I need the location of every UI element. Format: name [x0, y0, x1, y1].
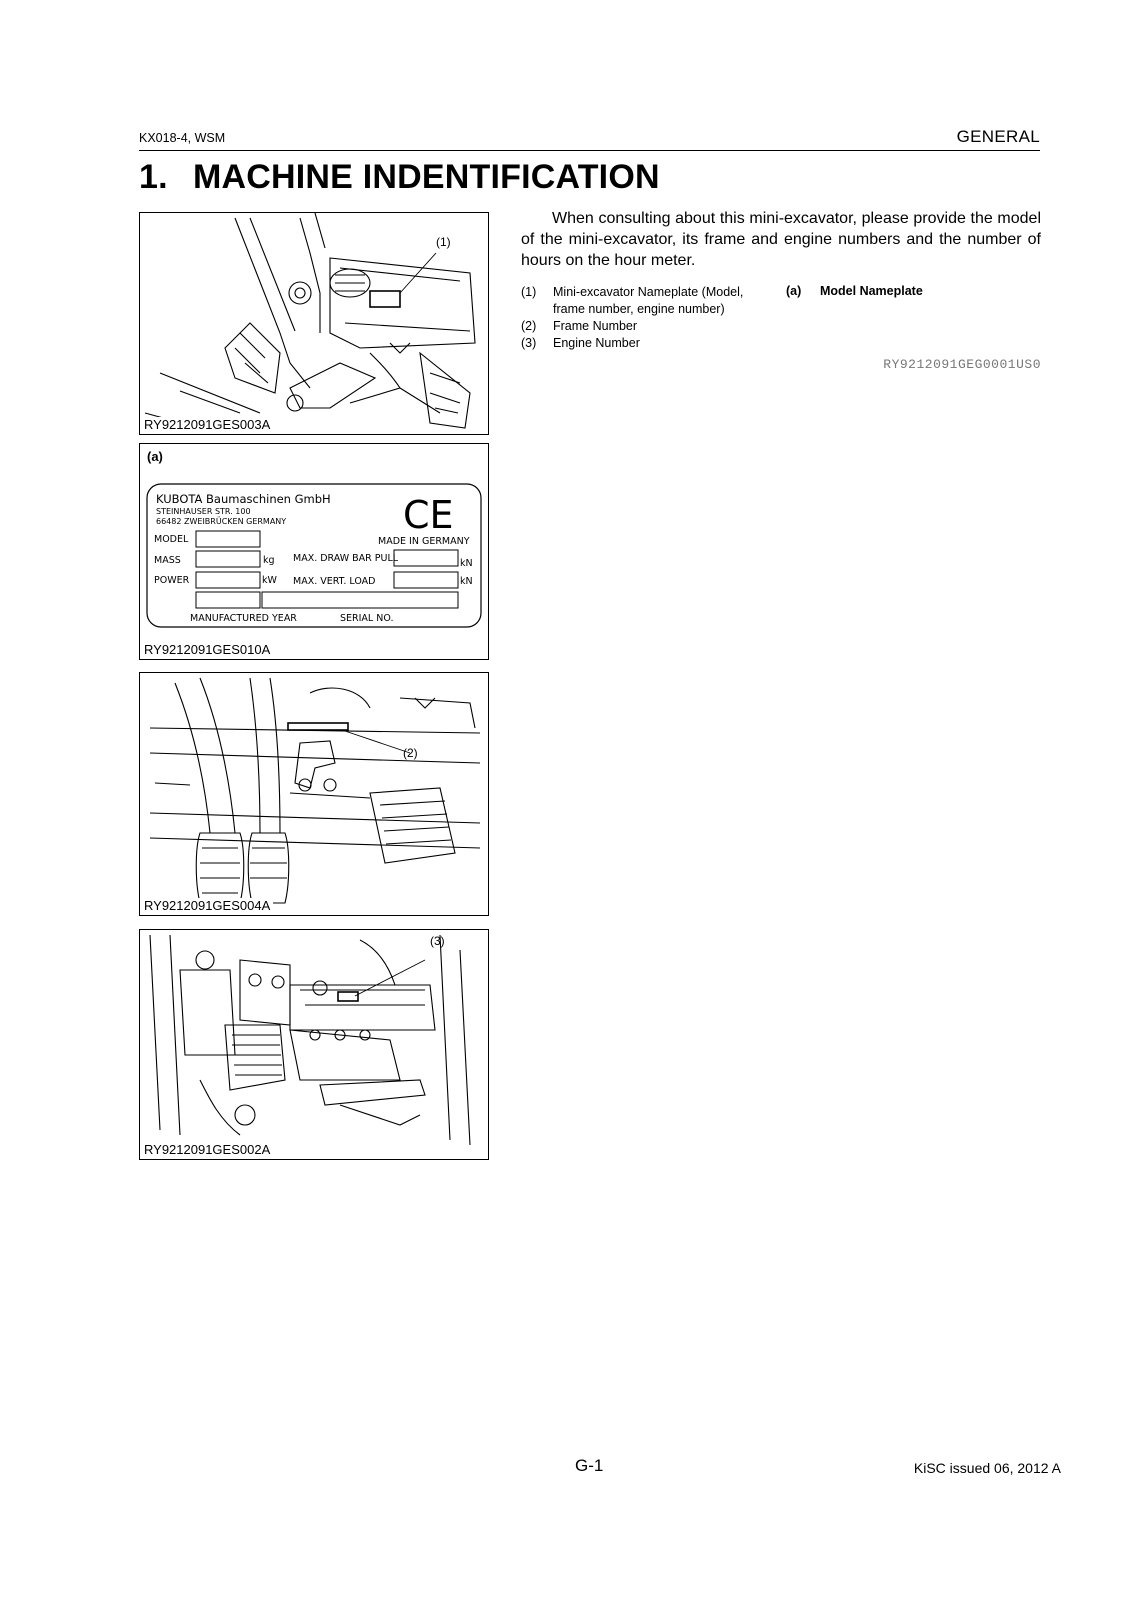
legend-number: (a): [786, 284, 802, 298]
nameplate-drawing: KUBOTA Baumaschinen GmbH STEINHAUSER STR…: [146, 483, 482, 628]
header-model: KX018-4, WSM: [139, 131, 226, 145]
figure-label-a: (a): [147, 449, 163, 464]
legend-item: (1) Mini-excavator Nameplate (Model,: [521, 284, 743, 301]
legend-item: (2) Frame Number: [521, 318, 743, 335]
header-section: GENERAL: [956, 127, 1040, 146]
legend-number: (3): [521, 336, 537, 350]
plate-serial-label: SERIAL NO.: [340, 613, 393, 624]
header-divider: [139, 150, 1040, 151]
plate-draw-bar-unit: kN: [460, 558, 473, 569]
ce-mark: CE: [403, 493, 454, 537]
frame-illustration: [149, 677, 481, 904]
legend-item-a: (a) Model Nameplate: [786, 284, 923, 298]
callout-1: (1): [436, 235, 451, 249]
callout-2: (2): [403, 746, 418, 760]
figure-caption: RY9212091GES003A: [144, 417, 274, 432]
legend-text: Engine Number: [553, 336, 640, 350]
figure-nameplate-location: (1) RY9212091GES003A: [139, 212, 489, 435]
plate-street: STEINHAUSER STR. 100: [156, 507, 251, 516]
legend-number: (1): [521, 285, 537, 299]
figure-frame-number: (2) RY9212091GES004A: [139, 672, 489, 916]
legend-list: (1) Mini-excavator Nameplate (Model, fram…: [521, 284, 743, 352]
legend-text: Frame Number: [553, 319, 638, 333]
page-number: G-1: [575, 1456, 604, 1475]
legend-item-continuation: frame number, engine number): [553, 302, 725, 316]
plate-power-unit: kW: [262, 575, 278, 586]
title-text: MACHINE INDENTIFICATION: [193, 158, 660, 196]
legend-item: (3) Engine Number: [521, 335, 743, 352]
legend-text: Mini-excavator Nameplate (Model,: [553, 285, 744, 299]
figure-engine-number: (3) RY9212091GES002A: [139, 929, 489, 1160]
plate-year-label: MANUFACTURED YEAR: [190, 613, 297, 624]
issue-note: KiSC issued 06, 2012 A: [913, 1460, 1061, 1476]
figure-model-nameplate: (a) KUBOTA Baumaschinen GmbH STEINHAUSER…: [139, 443, 489, 660]
intro-paragraph: When consulting about this mini-excavato…: [521, 210, 1041, 269]
legend-number: (2): [521, 319, 537, 333]
plate-mass-unit: kg: [263, 555, 275, 566]
figure-caption: RY9212091GES002A: [144, 1142, 274, 1157]
title-number: 1.: [139, 158, 168, 196]
plate-model-label: MODEL: [154, 534, 189, 545]
plate-power-label: POWER: [154, 575, 190, 586]
reference-code: RY9212091GEG0001US0: [883, 357, 1041, 372]
plate-mass-label: MASS: [154, 555, 181, 566]
callout-3: (3): [430, 934, 445, 948]
page-title: 1. MACHINE INDENTIFICATION: [139, 158, 660, 197]
plate-vert-load-label: MAX. VERT. LOAD: [293, 576, 375, 587]
figure-caption: RY9212091GES004A: [144, 898, 274, 913]
plate-company: KUBOTA Baumaschinen GmbH: [156, 492, 331, 506]
figure-caption: RY9212091GES010A: [144, 642, 274, 657]
excavator-front-illustration: [144, 213, 476, 429]
engine-illustration: [149, 934, 471, 1146]
legend-text: Model Nameplate: [820, 284, 923, 298]
plate-made-in: MADE IN GERMANY: [378, 536, 470, 547]
plate-vert-load-unit: kN: [460, 576, 473, 587]
plate-draw-bar-label: MAX. DRAW BAR PULL: [293, 553, 399, 564]
plate-city: 66482 ZWEIBRÜCKEN GERMANY: [156, 516, 286, 526]
